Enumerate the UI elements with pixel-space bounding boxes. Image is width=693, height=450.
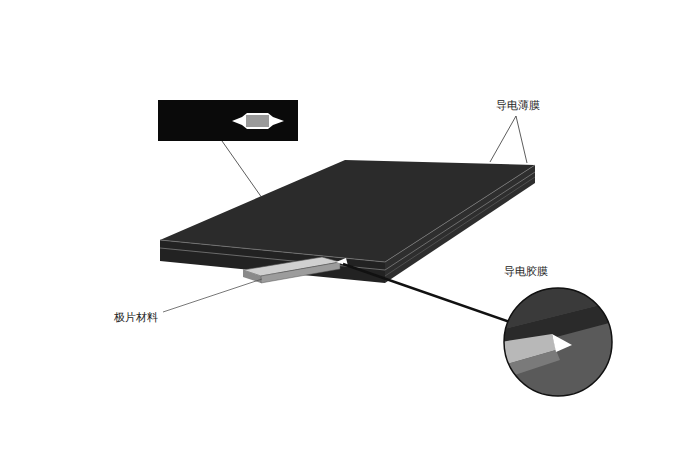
leader-line [343,264,510,322]
leader-line [516,116,527,163]
tab-front [261,262,340,283]
zoom-border [504,288,612,396]
part-label: 导电胶膜 [504,265,548,278]
leader-line [490,116,516,162]
leader-line [163,279,262,312]
inset-core [246,115,269,127]
zoom-inset [500,285,620,405]
tab-end [243,270,261,283]
edge-line [385,165,535,262]
layer-line [385,172,535,270]
part-label: 极片材料 [114,311,158,324]
part-label: 导电薄膜 [496,99,540,112]
slab-top [160,160,535,262]
layer-line [385,177,535,276]
inset-outline [232,113,284,129]
inset-panel [158,100,298,141]
